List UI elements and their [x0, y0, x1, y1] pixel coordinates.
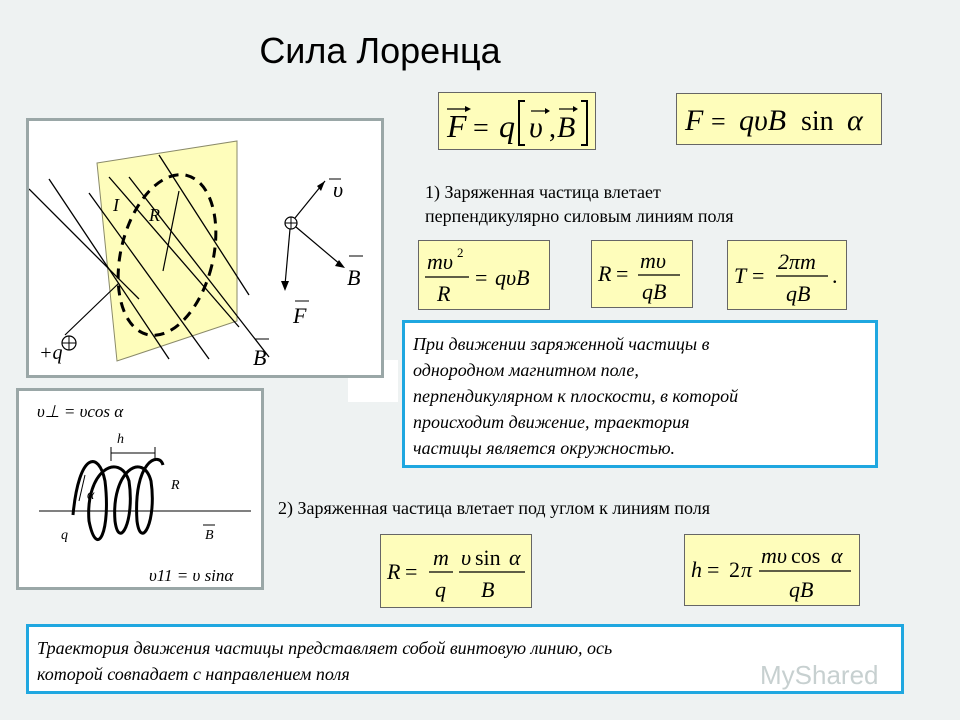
watermark: MyShared [760, 660, 879, 691]
diagram-helix-svg: υ⊥ = υcos α h R α q B υ11 = υ sinα [37, 402, 251, 585]
svg-text:q: q [435, 577, 446, 602]
svg-text:2πm: 2πm [778, 249, 816, 274]
svg-text:qB: qB [789, 577, 813, 602]
svg-text:υ: υ [461, 545, 471, 570]
case2-heading: 2) Заряженная частица влетает под углом … [278, 498, 711, 518]
formula-lorentz-scalar-svg: F = qυB sin α [684, 104, 864, 137]
label-current: I [112, 195, 120, 215]
svg-text:qB: qB [642, 279, 666, 304]
svg-text:α: α [847, 104, 864, 137]
info-box-helix-line2: которой совпадает с направлением поля [37, 664, 350, 684]
formula-radius: R = mυ qB [591, 240, 693, 308]
svg-text:F: F [684, 104, 704, 137]
info-box-circle-line1: При движении заряженной частицы в [413, 334, 710, 354]
formula-period: T = 2πm qB . [727, 240, 847, 310]
label-v-parallel: υ11 = υ sinα [149, 566, 234, 585]
svg-text:T: T [734, 263, 748, 288]
svg-text:=: = [405, 559, 417, 584]
info-box-circle: При движении заряженной частицы в одноро… [402, 320, 878, 468]
label-charge: +q [39, 342, 63, 364]
svg-text:mυ: mυ [427, 249, 453, 274]
case1-heading: 1) Заряженная частица влетает перпендику… [425, 180, 865, 228]
formula-lorentz-vector: F = q υ , B [438, 92, 596, 150]
info-box-circle-line5: частицы является окружностью. [413, 438, 676, 458]
info-box-circle-line3: перпендикулярном к плоскости, в которой [413, 386, 739, 406]
svg-text:2: 2 [729, 557, 740, 582]
svg-text:B: B [481, 577, 494, 602]
svg-text:.: . [832, 263, 838, 288]
label-field-bottom: B [253, 345, 266, 370]
diagram-perpendicular: I R +q υ B F B [26, 118, 384, 378]
formula-radius-equation: mυ 2 R = qυB [418, 240, 550, 310]
svg-text:υ: υ [529, 111, 543, 144]
svg-text:R: R [386, 559, 401, 584]
svg-text:h: h [691, 557, 702, 582]
watermark-text: MyShared [760, 660, 879, 690]
formula-radius-angle-svg: R = m q υ sin α B [386, 545, 525, 602]
label-angle: α [87, 488, 95, 503]
label-pitch: h [117, 432, 124, 447]
svg-text:α: α [509, 545, 521, 570]
svg-text:qB: qB [786, 281, 810, 306]
label-radius: R [148, 205, 160, 225]
svg-text:m: m [433, 545, 449, 570]
svg-text:=: = [616, 261, 628, 286]
info-box-circle-line2: однородном магнитном поле, [413, 360, 639, 380]
formula-lorentz-scalar: F = qυB sin α [676, 93, 882, 145]
label-helix-radius: R [170, 478, 180, 493]
svg-text:R: R [436, 281, 451, 306]
label-force: F [292, 303, 307, 328]
svg-text:2: 2 [457, 245, 464, 260]
case1-line1: 1) Заряженная частица влетает [425, 182, 661, 202]
formula-radius-svg: R = mυ qB [597, 248, 680, 304]
svg-text:=: = [752, 263, 764, 288]
formula-pitch-svg: h = 2 π mυ cos α qB [691, 543, 851, 602]
info-box-helix-line1: Траектория движения частицы представляет… [37, 638, 613, 658]
label-velocity: υ [333, 177, 343, 202]
diagram-perpendicular-svg: I R +q υ B F B [28, 140, 363, 370]
svg-text:=: = [707, 557, 719, 582]
label-q: q [61, 528, 68, 543]
label-field: B [205, 528, 214, 543]
svg-text:qυB: qυB [495, 265, 530, 290]
svg-text:cos: cos [791, 543, 820, 568]
page-title: Сила Лоренца [259, 30, 501, 71]
diagram-helix: υ⊥ = υcos α h R α q B υ11 = υ sinα [16, 388, 264, 590]
svg-text:=: = [711, 107, 726, 136]
svg-text:mυ: mυ [761, 543, 787, 568]
info-box-circle-line4: происходит движение, траектория [413, 412, 690, 432]
label-v-perp: υ⊥ = υcos α [37, 402, 124, 421]
label-field-right: B [347, 265, 360, 290]
svg-text:F: F [446, 108, 467, 144]
svg-text:sin: sin [801, 106, 834, 137]
svg-text:=: = [475, 265, 487, 290]
info-box-helix: Траектория движения частицы представляет… [26, 624, 904, 694]
formula-lorentz-vector-svg: F = q υ , B [446, 100, 588, 146]
case1-line2: перпендикулярно силовым линиям поля [425, 206, 734, 226]
svg-text:mυ: mυ [640, 248, 666, 273]
formula-radius-angle: R = m q υ sin α B [380, 534, 532, 608]
svg-text:B: B [557, 111, 575, 144]
svg-text:π: π [741, 557, 753, 582]
svg-text:qυB: qυB [739, 104, 786, 137]
svg-text:,: , [549, 113, 556, 144]
formula-period-svg: T = 2πm qB . [734, 249, 838, 306]
svg-text:q: q [499, 108, 515, 144]
svg-text:=: = [473, 113, 489, 144]
svg-text:R: R [597, 261, 612, 286]
formula-pitch: h = 2 π mυ cos α qB [684, 534, 860, 606]
svg-text:sin: sin [475, 545, 501, 570]
formula-radius-equation-svg: mυ 2 R = qυB [425, 245, 530, 306]
svg-text:α: α [831, 543, 843, 568]
